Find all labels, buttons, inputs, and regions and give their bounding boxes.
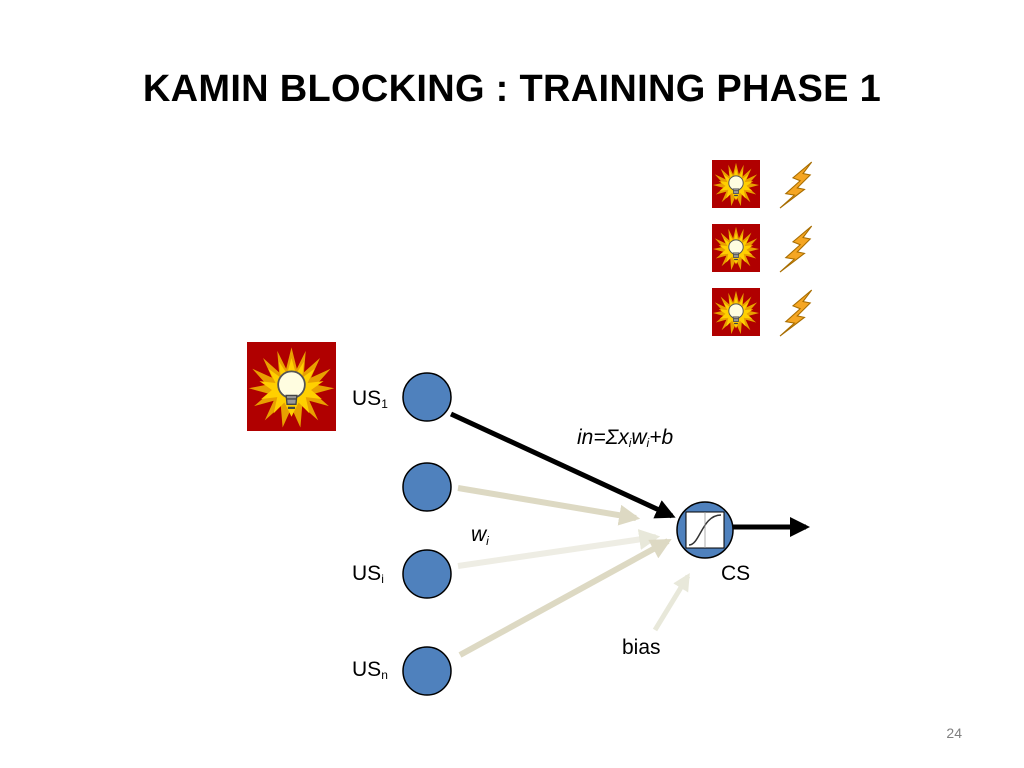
label-us1: US1 xyxy=(352,387,388,411)
weight-label: wi xyxy=(471,523,489,548)
input-node-usi xyxy=(402,549,452,599)
label-cs: CS xyxy=(721,562,750,585)
lightning-bolt-icon xyxy=(779,289,813,337)
edge-us1-to-cs xyxy=(449,411,676,519)
light-bulb-icon xyxy=(711,159,761,209)
edge-us2-to-cs xyxy=(457,485,641,526)
input-node-usn xyxy=(402,646,452,696)
input-node-us1 xyxy=(402,372,452,422)
light-bulb-icon xyxy=(711,223,761,273)
edge-usn-to-cs xyxy=(458,538,672,658)
activation-formula: in=Σxiwi+b xyxy=(577,426,673,450)
label-usn: USn xyxy=(352,658,388,682)
lightning-bolt-icon xyxy=(779,225,813,273)
input-node-us2 xyxy=(402,462,452,512)
label-usi: USi xyxy=(352,562,384,586)
bias-label: bias xyxy=(622,636,661,659)
page-number: 24 xyxy=(946,725,962,741)
light-bulb-icon xyxy=(711,287,761,337)
edge-bias-to-cs xyxy=(652,573,691,632)
edge-usi-to-cs xyxy=(457,529,661,569)
sigmoid-curve-icon xyxy=(688,514,722,546)
lightning-bolt-icon xyxy=(779,161,813,209)
slide-title: KAMIN BLOCKING : TRAINING PHASE 1 xyxy=(142,68,882,110)
stimulus-light-bulb-icon xyxy=(245,340,338,433)
